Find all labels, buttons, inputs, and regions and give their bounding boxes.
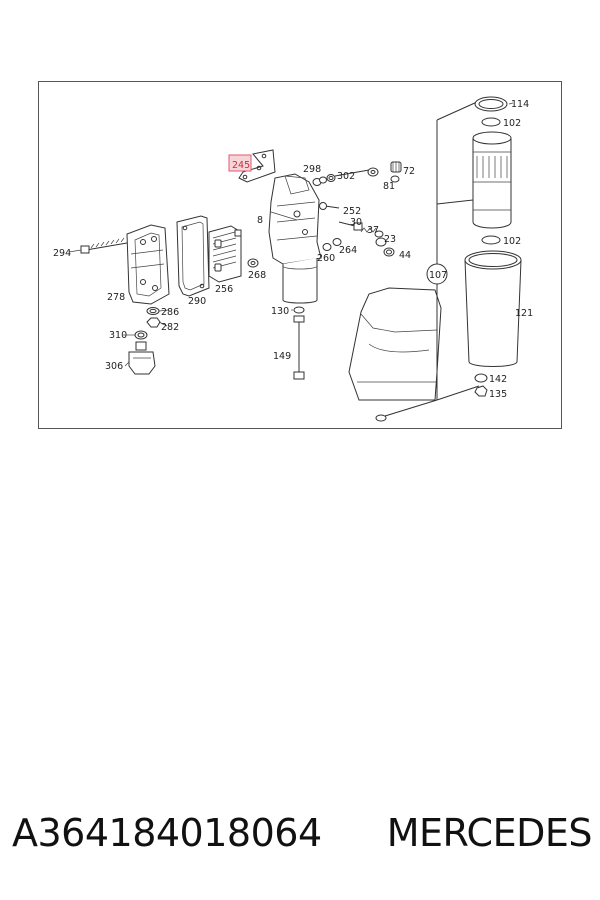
- brand-name: MERCEDES: [386, 811, 593, 855]
- plug-298: [312, 176, 327, 186]
- exploded-view-drawing: 294 278 286 282 310 306 290 256 268 245 …: [53, 96, 533, 422]
- label-278: 278: [107, 292, 125, 303]
- sensor-306: [128, 341, 156, 375]
- label-102-top: 102: [503, 118, 521, 129]
- label-245: 245: [232, 160, 250, 171]
- label-142: 142: [489, 374, 507, 385]
- ring-260: [322, 243, 332, 251]
- bolt-294: [80, 237, 128, 254]
- label-256: 256: [215, 284, 233, 295]
- bolt-149: [293, 315, 305, 380]
- label-252: 252: [343, 206, 361, 217]
- label-298: 298: [303, 164, 321, 175]
- label-268: 268: [248, 270, 266, 281]
- label-260: 260: [317, 253, 335, 264]
- label-294: 294: [53, 248, 71, 259]
- oil-cooler-256: [208, 225, 242, 283]
- seal-81: [390, 175, 400, 183]
- label-81: 81: [383, 181, 395, 192]
- cover-plate-278: [126, 224, 170, 305]
- seal-44: [383, 247, 395, 257]
- parts-diagram: 294 278 286 282 310 306 290 256 268 245 …: [38, 81, 562, 429]
- label-130: 130: [271, 306, 289, 317]
- label-37: 37: [367, 225, 379, 236]
- label-135: 135: [489, 389, 507, 400]
- screw-252: [319, 202, 340, 210]
- label-72: 72: [403, 166, 415, 177]
- part-number: A364184018064: [12, 811, 322, 855]
- label-310: 310: [109, 330, 127, 341]
- filter-assembly: [375, 96, 522, 422]
- label-23: 23: [384, 234, 396, 245]
- label-290: 290: [188, 296, 206, 307]
- label-102-lower: 102: [503, 236, 521, 247]
- oil-pan: [348, 287, 442, 401]
- seal-286: [146, 307, 160, 315]
- gasket-290: [176, 215, 210, 297]
- washer-268: [247, 258, 259, 268]
- part-labels: 294 278 286 282 310 306 290 256 268 245 …: [53, 99, 533, 400]
- bracket-245: [238, 149, 276, 183]
- label-107: 107: [429, 270, 447, 281]
- label-114: 114: [511, 99, 529, 110]
- leader-lines: [68, 102, 514, 367]
- spring-37: [360, 227, 384, 238]
- label-264: 264: [339, 245, 357, 256]
- seal-302: [326, 174, 336, 182]
- ring-310: [134, 330, 148, 340]
- label-121: 121: [515, 308, 533, 319]
- label-30: 30: [350, 217, 362, 228]
- label-44: 44: [399, 250, 411, 261]
- rod-top: [334, 167, 379, 177]
- seal-130: [293, 306, 305, 314]
- label-302: 302: [337, 171, 355, 182]
- highlight-box-245: [228, 154, 252, 172]
- valve-30: [338, 221, 363, 231]
- label-306: 306: [105, 361, 123, 372]
- label-286: 286: [161, 307, 179, 318]
- product-caption: A364184018064 MERCEDES: [12, 808, 593, 858]
- filter-housing-8: [268, 173, 322, 304]
- plug-23: [375, 237, 387, 247]
- label-282: 282: [161, 322, 179, 333]
- nut-282: [146, 317, 161, 328]
- label-149: 149: [273, 351, 291, 362]
- label-8: 8: [257, 215, 263, 226]
- plug-264: [332, 238, 342, 246]
- plug-72: [390, 161, 402, 173]
